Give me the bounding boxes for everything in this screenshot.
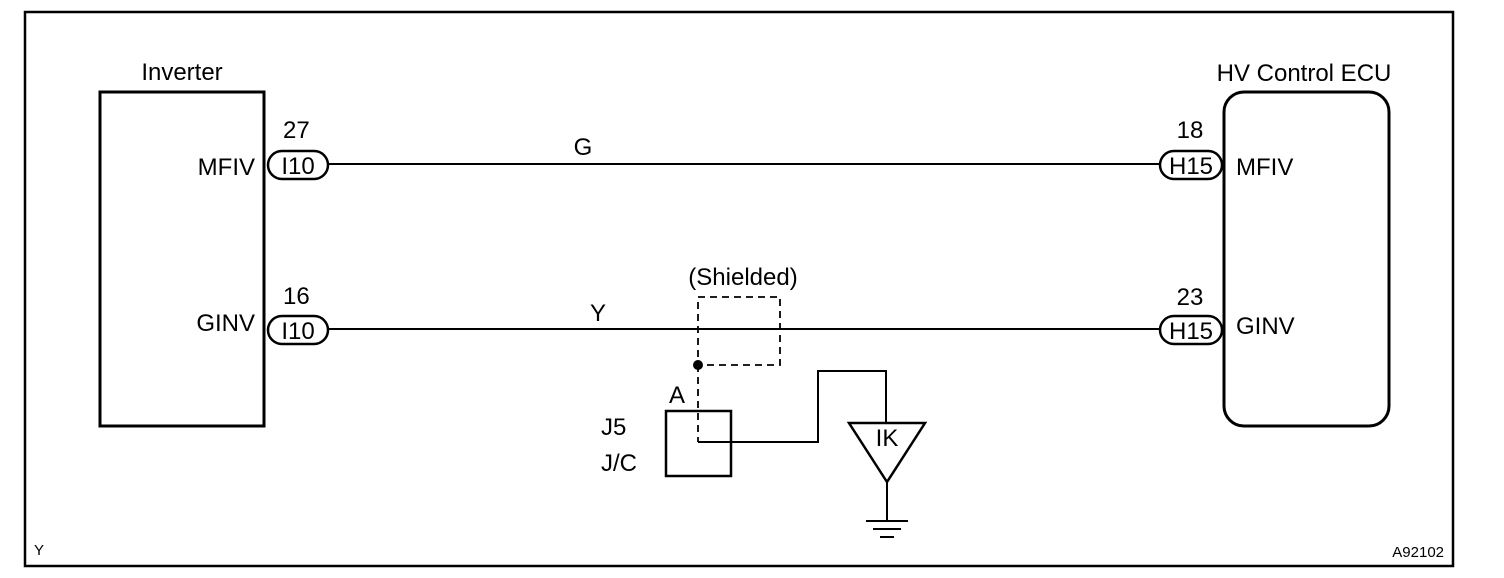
ecu-box	[1222, 90, 1391, 428]
inverter-pin-16: 16	[283, 283, 310, 310]
ecu-connector-ginv	[1158, 314, 1224, 346]
signal-mfiv: MFIV 27 I10 G 18 H15 MFIV	[198, 117, 1294, 181]
ecu-terminal-ginv: GINV	[1236, 313, 1295, 340]
diagram-frame	[23, 10, 1455, 568]
inverter-terminal-ginv: GINV	[196, 310, 255, 337]
wire-color-g: G	[574, 134, 593, 161]
inverter-connector-mfiv-label: I10	[281, 153, 314, 180]
shield-label: (Shielded)	[688, 264, 797, 291]
ground-point-code: IK	[876, 425, 899, 452]
ecu-pin-18: 18	[1177, 117, 1204, 144]
ground-wire	[698, 370, 887, 443]
junction-connector: A J5 J/C	[601, 370, 887, 478]
ecu-connector-mfiv	[1158, 149, 1224, 181]
ecu-label: HV Control ECU	[1217, 60, 1392, 87]
junction-type: J/C	[601, 450, 637, 477]
inverter-pin-27: 27	[283, 117, 310, 144]
ecu-pin-23: 23	[1177, 284, 1204, 311]
ecu-connector-ginv-label: H15	[1169, 318, 1213, 345]
junction-connector-letter: A	[669, 382, 685, 409]
shield: (Shielded)	[688, 264, 798, 442]
wire-color-y: Y	[590, 300, 606, 327]
shield-outline	[697, 296, 781, 366]
inverter-terminal-mfiv: MFIV	[198, 154, 255, 181]
corner-label: Y	[34, 542, 44, 559]
figure-code: A92102	[1392, 544, 1444, 561]
junction-id: J5	[601, 414, 626, 441]
ecu-terminal-mfiv: MFIV	[1236, 154, 1293, 181]
ground-point-triangle	[846, 421, 928, 485]
ecu-connector-mfiv-label: H15	[1169, 153, 1213, 180]
signal-ginv: GINV 16 I10 Y 23 H15 GINV	[196, 283, 1295, 346]
inverter-label: Inverter	[141, 59, 222, 86]
inverter-connector-ginv-label: I10	[281, 318, 314, 345]
junction-box	[664, 409, 733, 478]
ground-point: IK	[846, 421, 928, 538]
inverter-box	[98, 90, 266, 428]
